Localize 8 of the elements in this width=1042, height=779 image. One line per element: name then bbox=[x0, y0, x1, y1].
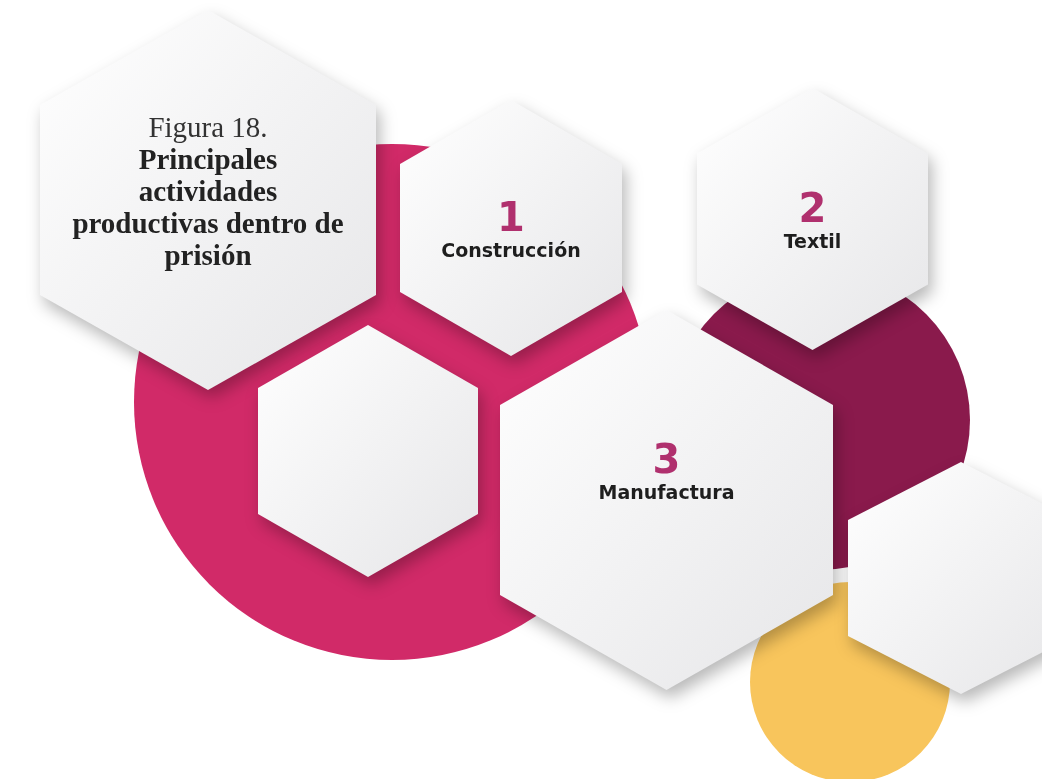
item-label: Manufactura bbox=[598, 480, 735, 504]
figure-title: Principales actividades productivas dentro de prisión bbox=[71, 144, 345, 272]
item-number: 2 bbox=[797, 185, 828, 230]
item-number: 3 bbox=[651, 436, 682, 481]
item-label: Construcción bbox=[441, 238, 581, 262]
figure-number: Figura 18. bbox=[147, 112, 269, 145]
item-label: Textil bbox=[783, 229, 842, 253]
item-number: 1 bbox=[496, 194, 526, 239]
